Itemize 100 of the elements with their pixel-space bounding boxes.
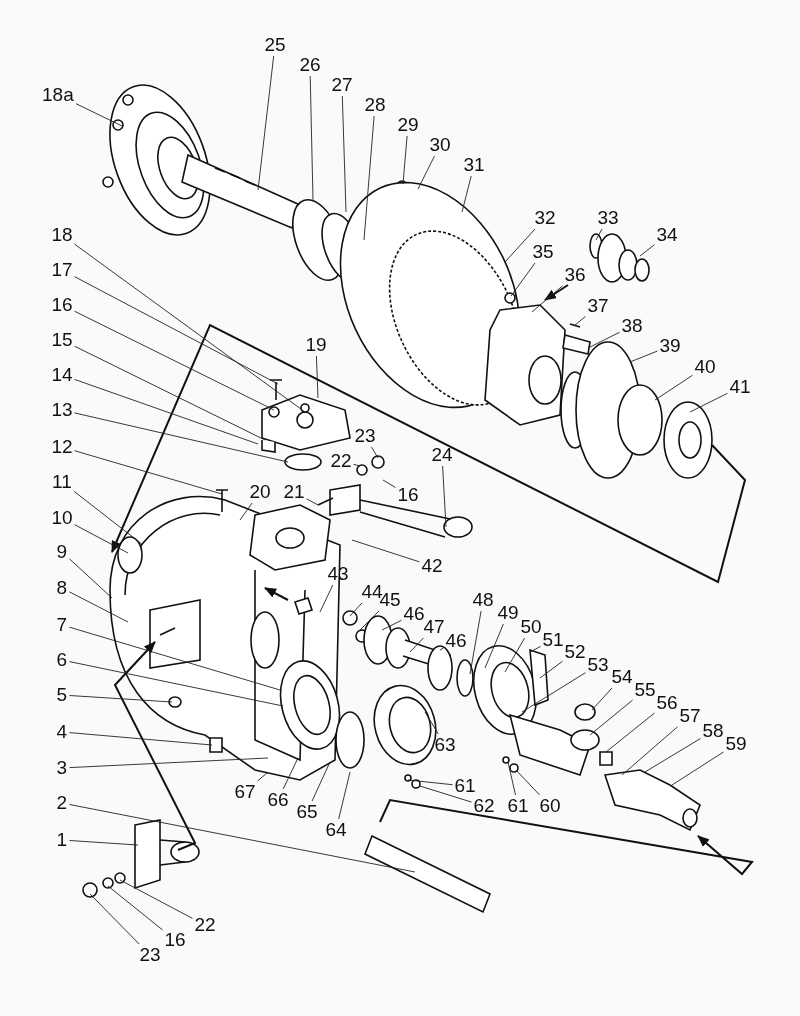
leader-line <box>504 637 526 673</box>
leader-line <box>595 228 603 241</box>
leader-line <box>69 732 213 746</box>
leader-line <box>382 479 396 488</box>
leader-line <box>69 591 129 623</box>
callout-number: 1 <box>55 830 69 850</box>
callout-number: 25 <box>263 35 287 55</box>
leader-line <box>539 660 563 679</box>
leader-line <box>654 374 693 401</box>
callout-number: 12 <box>50 437 74 457</box>
callout-number: 3 <box>55 758 69 778</box>
leader-line <box>515 769 541 796</box>
callout-number: 9 <box>55 542 69 562</box>
callout-number: 46 <box>402 604 426 624</box>
leader-line <box>629 350 658 363</box>
callout-number: 16 <box>396 485 420 505</box>
callout-number: 11 <box>51 472 73 492</box>
leader-line <box>504 228 536 263</box>
leader-line <box>419 785 472 803</box>
callout-number: 40 <box>693 357 717 377</box>
leader-line <box>442 465 447 528</box>
leader-line <box>417 155 435 190</box>
leader-line <box>311 761 331 802</box>
callout-number: 34 <box>655 225 679 245</box>
callout-number: 48 <box>471 590 495 610</box>
callout-number: 20 <box>248 482 272 502</box>
callout-number: 2 <box>55 793 69 813</box>
leader-line <box>510 262 536 297</box>
callout-number: 52 <box>563 642 587 662</box>
callout-number: 21 <box>282 482 306 502</box>
callout-number: 14 <box>50 365 74 385</box>
callout-number: 30 <box>428 135 452 155</box>
leader-line <box>75 103 123 127</box>
callout-number: 60 <box>538 796 562 816</box>
leader-line <box>521 672 586 713</box>
leader-line <box>74 345 266 441</box>
callout-number: 32 <box>533 208 557 228</box>
leader-line <box>69 804 416 873</box>
callout-number: 5 <box>55 685 69 705</box>
leader-line <box>74 276 279 385</box>
leader-line <box>461 175 472 213</box>
leader-line <box>69 626 281 691</box>
leader-line <box>74 243 306 413</box>
leader-line <box>306 498 319 506</box>
leader-line <box>319 584 334 613</box>
callout-number: 62 <box>472 796 496 816</box>
leader-line <box>239 502 253 521</box>
leader-line <box>353 463 361 467</box>
leader-line <box>74 310 275 411</box>
leader-line <box>591 687 613 711</box>
leader-line <box>257 55 275 191</box>
callout-number: 35 <box>531 242 555 262</box>
callout-number: 17 <box>50 260 74 280</box>
leader-line <box>363 115 375 241</box>
leader-line <box>381 619 402 631</box>
callout-number: 33 <box>596 208 620 228</box>
callout-number: 61 <box>453 776 477 796</box>
callout-number: 15 <box>50 330 74 350</box>
leader-line <box>74 450 223 495</box>
leader-line <box>69 840 139 846</box>
callout-number: 19 <box>304 335 328 355</box>
leader-line <box>439 647 444 651</box>
callout-number: 38 <box>620 316 644 336</box>
callout-number: 31 <box>462 155 486 175</box>
leader-line <box>605 712 655 753</box>
leader-line <box>315 355 319 399</box>
leader-line <box>338 771 351 820</box>
callout-number: 64 <box>324 820 348 840</box>
callout-number: 6 <box>55 650 69 670</box>
leader-line <box>644 738 701 773</box>
callout-number: 22 <box>193 915 217 935</box>
callout-number: 65 <box>295 802 319 822</box>
callout-number: 28 <box>363 95 387 115</box>
callout-number: 24 <box>430 445 454 465</box>
leader-line <box>409 637 424 653</box>
leader-line <box>621 726 678 776</box>
leader-line <box>689 392 728 413</box>
callout-number: 39 <box>658 336 682 356</box>
leader-line <box>407 779 453 786</box>
leader-line <box>639 244 655 257</box>
leader-line <box>589 699 633 736</box>
leader-line <box>531 285 563 313</box>
leader-line <box>282 757 299 790</box>
callout-number: 16 <box>163 930 187 950</box>
leader-line <box>573 315 586 327</box>
leader-line <box>587 331 620 349</box>
leader-line <box>341 95 347 213</box>
leader-line <box>69 695 173 703</box>
leader-line <box>74 412 289 463</box>
leader-line <box>73 490 144 546</box>
callout-number: 18 <box>50 225 74 245</box>
callout-number: 22 <box>329 451 353 471</box>
callout-number: 56 <box>655 693 679 713</box>
leader-line <box>671 751 724 786</box>
leader-line <box>507 761 516 796</box>
callout-number: 7 <box>55 615 69 635</box>
callout-number: 63 <box>433 735 457 755</box>
callout-number: 46 <box>444 631 468 651</box>
callout-number: 54 <box>610 667 634 687</box>
leader-line <box>351 539 420 563</box>
